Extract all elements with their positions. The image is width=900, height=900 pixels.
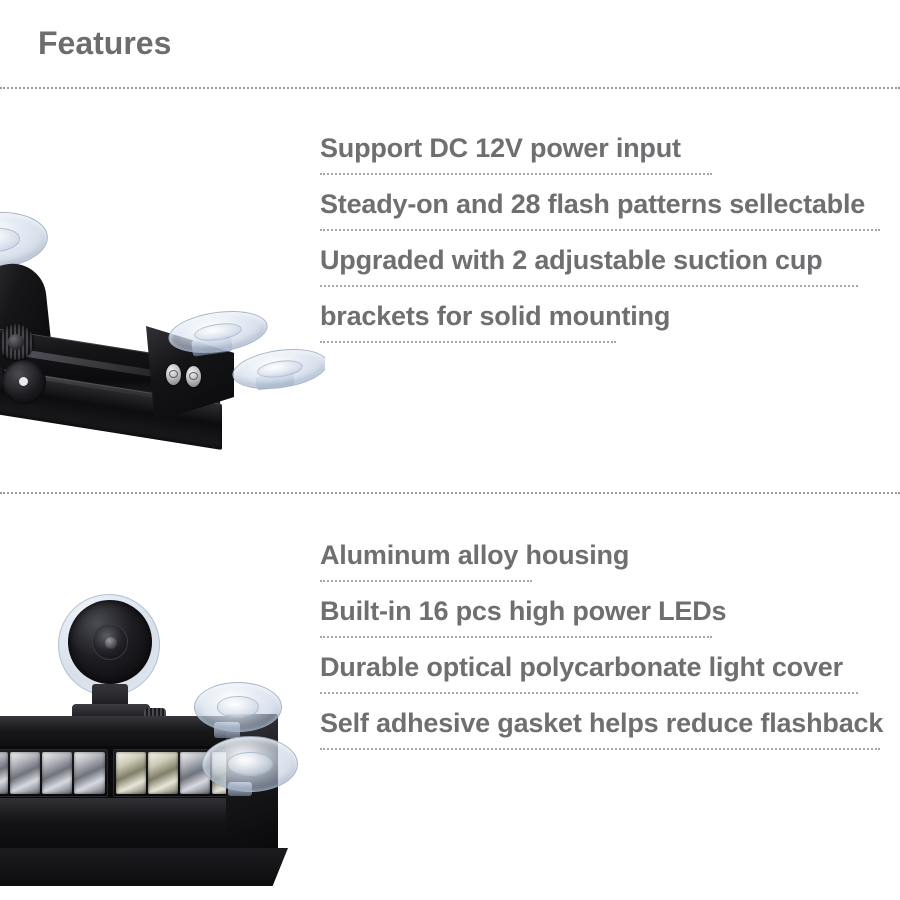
feature-text: Durable optical polycarbonate light cove… <box>320 652 843 682</box>
led-lens <box>42 752 73 794</box>
page-title: Features <box>38 25 172 61</box>
screw-icon <box>186 366 201 387</box>
led-lens <box>147 752 178 794</box>
feature-text: Built-in 16 pcs high power LEDs <box>320 596 727 626</box>
feature-text: brackets for solid mounting <box>320 301 671 331</box>
led-lens <box>10 752 41 794</box>
suction-cup-icon <box>194 682 282 732</box>
feature-line: Built-in 16 pcs high power LEDs <box>320 591 880 647</box>
suction-cup-inner <box>256 358 304 380</box>
feature-text: Support DC 12V power input <box>320 133 681 163</box>
suction-cup-inner <box>193 320 243 344</box>
suction-cup-icon <box>229 343 325 395</box>
feature-line: Steady-on and 28 flash patterns sellecta… <box>320 184 880 240</box>
feature-text: Steady-on and 28 flash patterns sellecta… <box>320 189 866 219</box>
product-image-angled-light-bar <box>0 196 325 461</box>
led-module <box>0 749 108 797</box>
led-lens <box>0 752 9 794</box>
feature-line: Upgraded with 2 adjustable suction cup <box>320 240 880 296</box>
pivot-center-dot <box>19 377 28 386</box>
feature-list-section-2: Aluminum alloy housing Built-in 16 pcs h… <box>320 535 884 759</box>
feature-underline <box>320 229 880 231</box>
led-lens <box>74 752 105 794</box>
suction-cup-icon <box>202 736 298 792</box>
feature-underline <box>320 580 532 582</box>
feature-text: Upgraded with 2 adjustable suction cup <box>320 245 823 275</box>
suction-cup-hub <box>92 624 128 660</box>
feature-line: Aluminum alloy housing <box>320 535 880 591</box>
feature-underline <box>320 748 880 750</box>
led-lens <box>115 752 146 794</box>
feature-underline <box>320 692 858 694</box>
suction-cup-inner <box>0 226 22 254</box>
feature-line: Durable optical polycarbonate light cove… <box>320 647 880 703</box>
suction-cup-hub-dot <box>105 637 117 649</box>
feature-underline <box>320 341 616 343</box>
feature-list-section-1: Support DC 12V power input Steady-on and… <box>320 128 880 352</box>
screw-icon <box>166 364 181 385</box>
feature-text: Self adhesive gasket helps reduce flashb… <box>320 708 884 738</box>
adjustment-knob-core <box>8 334 24 350</box>
feature-line: brackets for solid mounting <box>320 296 880 352</box>
suction-cup-inner <box>217 696 259 718</box>
screw-slot <box>189 372 198 380</box>
feature-text: Aluminum alloy housing <box>320 540 630 570</box>
product-image-front-light-bar <box>0 566 328 886</box>
suction-cup-inner <box>227 752 273 776</box>
feature-underline <box>320 285 858 287</box>
header-divider <box>0 87 900 89</box>
feature-line: Self adhesive gasket helps reduce flashb… <box>320 703 884 759</box>
adjustment-knob <box>0 324 34 360</box>
screw-slot <box>169 370 178 378</box>
section-divider <box>0 492 900 494</box>
feature-underline <box>320 636 712 638</box>
pivot-joint-right <box>2 360 46 404</box>
light-bar-base <box>0 848 289 886</box>
feature-line: Support DC 12V power input <box>320 128 880 184</box>
suction-cup-icon <box>0 208 50 272</box>
feature-underline <box>320 173 712 175</box>
